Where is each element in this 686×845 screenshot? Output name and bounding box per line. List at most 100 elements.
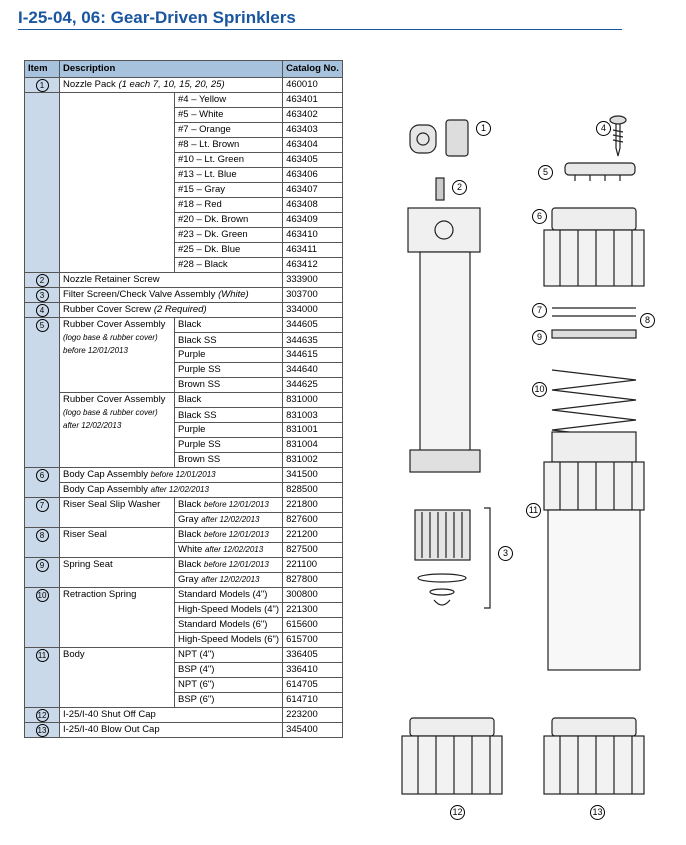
catalog-number: 344640	[282, 362, 343, 378]
catalog-number: 463411	[282, 242, 343, 258]
item-number: 2	[35, 274, 49, 287]
callout: 10	[532, 382, 547, 397]
callout: 3	[498, 546, 513, 561]
catalog-number: 831004	[282, 437, 343, 453]
nozzle-label: #20 – Dk. Brown	[173, 212, 284, 228]
variant-note: before 12/01/2013	[203, 500, 269, 509]
catalog-number: 831001	[282, 422, 343, 438]
screw-drawing	[609, 115, 627, 157]
catalog-number: 463408	[282, 197, 343, 213]
catalog-number: 300800	[282, 587, 343, 603]
callout: 13	[590, 805, 605, 820]
description: I-25/I-40 Shut Off Cap	[58, 707, 284, 723]
washers-drawing	[551, 307, 637, 339]
catalog-number: 221200	[282, 527, 343, 543]
variant-label: Purple SS	[173, 437, 284, 453]
variant-label: BSP (6")	[173, 692, 284, 708]
catalog-number: 827800	[282, 572, 343, 588]
description: Riser Seal Slip Washer	[59, 497, 175, 528]
variant-label: NPT (6")	[173, 677, 284, 693]
callout: 8	[640, 313, 655, 328]
description-note: (White)	[218, 289, 249, 300]
body-cap-drawing	[543, 207, 645, 287]
variant-label: White	[178, 544, 203, 555]
variant-label: Brown SS	[173, 452, 284, 468]
item-number: 10	[35, 589, 49, 602]
variant-note: after 12/02/2013	[201, 575, 260, 584]
catalog-number: 221100	[282, 557, 343, 573]
callout: 2	[452, 180, 467, 195]
description-note: (1 each 7, 10, 15, 20, 25)	[118, 79, 225, 90]
description-note: after 12/02/2013	[63, 421, 122, 430]
variant-label: Black	[178, 499, 202, 510]
variant-label: Black	[178, 559, 202, 570]
description-note: before 12/01/2013	[150, 470, 216, 479]
variant-label: Black SS	[173, 407, 284, 423]
catalog-number: 615600	[282, 617, 343, 633]
catalog-number: 344605	[282, 317, 343, 333]
table-row: Gray after 12/02/2013 827600	[25, 512, 343, 528]
variant-label: Black	[173, 317, 284, 333]
catalog-number: 831000	[282, 392, 343, 408]
variant-label: Purple SS	[173, 362, 284, 378]
table-row: 7 Riser Seal Slip Washer Black before 12…	[24, 497, 343, 528]
nozzle-label: #23 – Dk. Green	[173, 227, 284, 243]
catalog-number: 463405	[282, 152, 343, 168]
nozzle-drawing	[409, 119, 469, 157]
table-row: BSP (6")614710	[25, 692, 343, 708]
exploded-parts-diagram	[401, 115, 645, 795]
table-row: 8 Riser Seal Black before 12/01/2013 221…	[24, 527, 343, 558]
description: Riser Seal	[59, 527, 175, 558]
description: I-25/I-40 Blow Out Cap	[58, 722, 284, 738]
rubber-cover-drawing	[564, 162, 636, 181]
variant-label: Black SS	[173, 332, 284, 348]
description-note: before 12/01/2013	[63, 346, 128, 355]
catalog-number: 344635	[282, 332, 343, 348]
catalog-number: 831003	[282, 407, 343, 423]
catalog-number: 463402	[282, 107, 343, 123]
table-row: Gray after 12/02/2013 827800	[25, 572, 343, 588]
body-drawing	[543, 431, 645, 671]
title-rule	[18, 29, 622, 30]
catalog-number: 463401	[282, 92, 343, 108]
catalog-number: 463407	[282, 182, 343, 198]
variant-note: before 12/01/2013	[203, 530, 269, 539]
table-row: 10 Retraction Spring Standard Models (4"…	[24, 587, 343, 648]
item-number: 5	[35, 319, 49, 332]
catalog-number: 614705	[282, 677, 343, 693]
callout: 1	[476, 121, 491, 136]
catalog-number: 614710	[282, 692, 343, 708]
variant-label: BSP (4")	[173, 662, 284, 678]
catalog-number: 615700	[282, 632, 343, 648]
item-number: 8	[35, 529, 49, 542]
variant-label: Gray	[178, 574, 199, 585]
header-catalog: Catalog No.	[282, 60, 343, 78]
catalog-number: 828500	[282, 482, 343, 498]
item-number: 9	[35, 559, 49, 572]
table-row: 9 Spring Seat Black before 12/01/2013 22…	[24, 557, 343, 588]
table-row: 11 Body NPT (4")336405	[24, 647, 343, 708]
catalog-number: 221800	[282, 497, 343, 513]
table-row: 4 Rubber Cover Screw (2 Required) 334000	[24, 302, 343, 318]
catalog-number: 344615	[282, 347, 343, 363]
blowout-cap-drawing	[543, 717, 645, 795]
catalog-number: 334000	[282, 302, 343, 318]
catalog-number: 460010	[282, 77, 343, 93]
description: Body Cap Assembly	[63, 469, 149, 480]
callout: 6	[532, 209, 547, 224]
parts-table: Item Description Catalog No. 1 Nozzle Pa…	[24, 60, 343, 738]
description: Filter Screen/Check Valve Assembly	[63, 289, 216, 300]
catalog-number: 336405	[282, 647, 343, 663]
description-note: (2 Required)	[153, 304, 207, 315]
description-note: after 12/02/2013	[150, 485, 209, 494]
variant-note: after 12/02/2013	[204, 545, 264, 554]
item-number: 3	[35, 289, 49, 302]
description: Body Cap Assembly	[63, 484, 149, 495]
description: Rubber Cover Assembly	[63, 319, 166, 330]
